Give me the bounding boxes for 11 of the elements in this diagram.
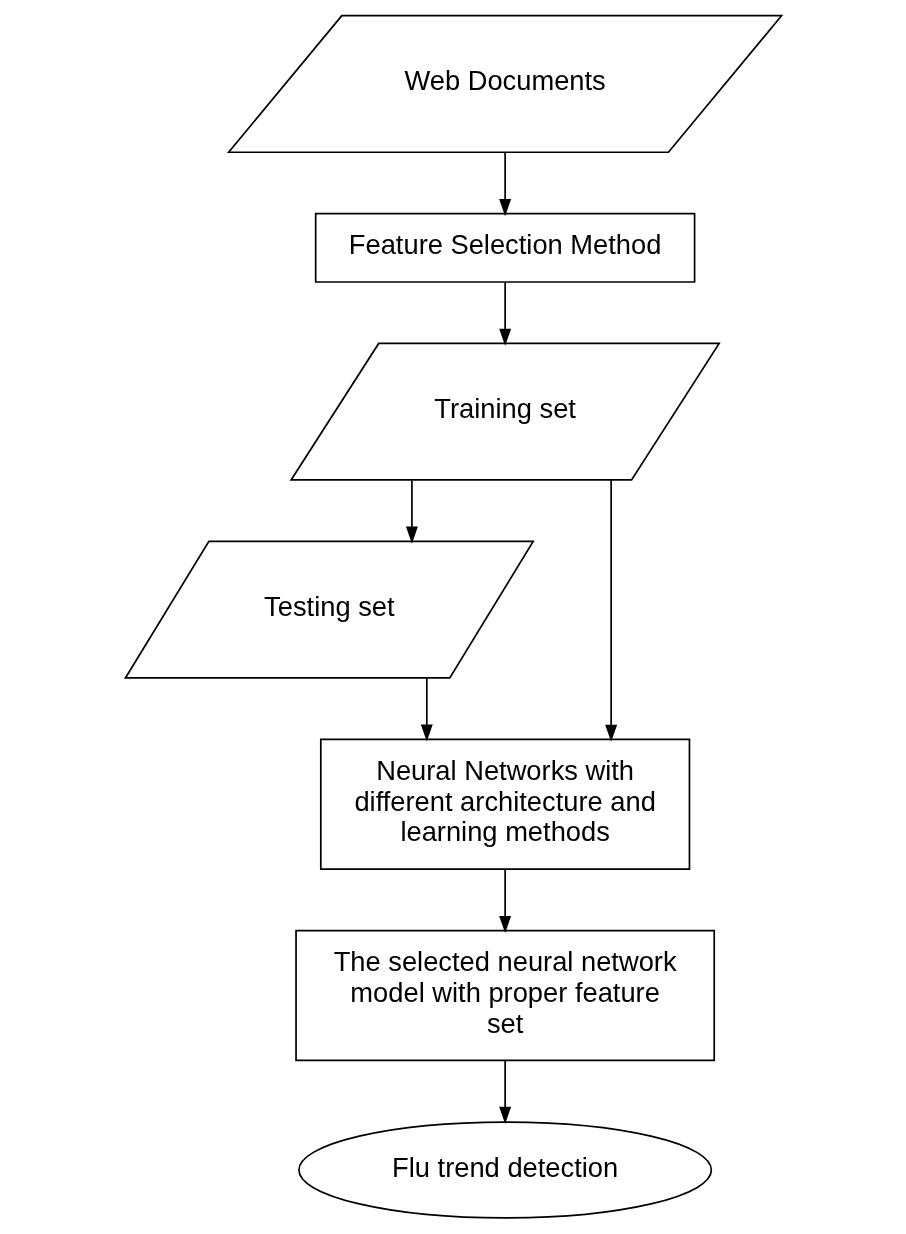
node-box: The selected neural network model with proper feature set xyxy=(294,929,715,1062)
arrow xyxy=(498,151,511,217)
arrow xyxy=(498,868,511,934)
node-ellipse: Flu trend detection xyxy=(297,1121,712,1219)
arrow xyxy=(498,281,511,346)
arrow xyxy=(498,1059,511,1124)
arrow xyxy=(405,479,418,544)
arrow xyxy=(604,479,617,742)
node-box: Feature Selection Method xyxy=(314,212,695,283)
arrow xyxy=(420,677,433,742)
node-box: Neural Networks with different architecture and learning methods xyxy=(319,738,690,870)
